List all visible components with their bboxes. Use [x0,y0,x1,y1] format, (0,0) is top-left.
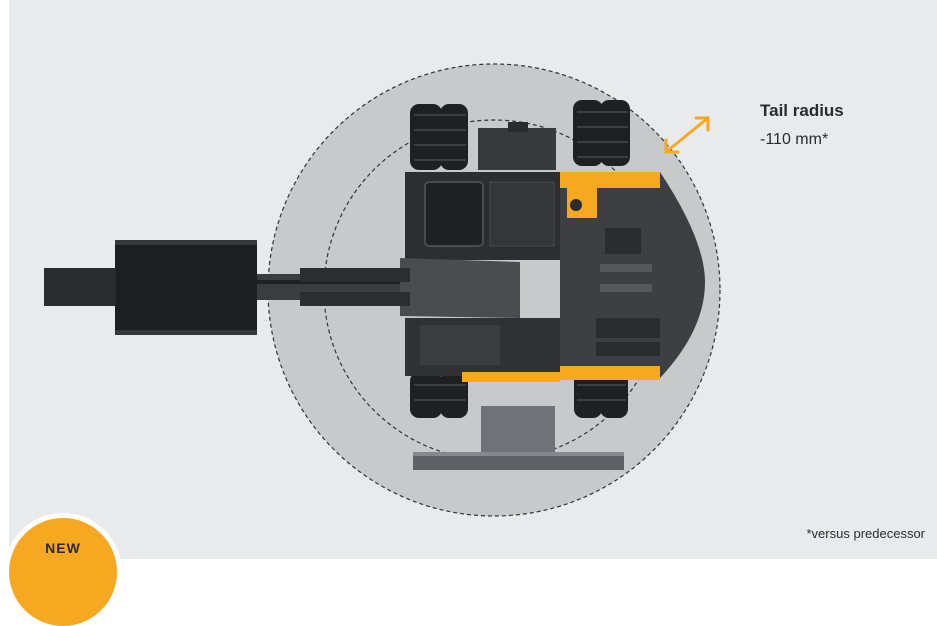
wheel-treads [414,111,628,401]
footnote: *versus predecessor [806,526,926,541]
front-axle-housing [478,128,556,170]
wheels [410,100,630,418]
tail-radius-value: -110 mm* [760,131,829,148]
excavator-top-view-diagram [44,63,721,517]
tail-radius-title: Tail radius [760,101,844,120]
bucket [44,240,257,335]
new-badge: NEW [9,518,117,626]
double-headed-arrow-icon [664,116,710,154]
dozer-blade [413,406,624,470]
new-badge-label: NEW [45,540,81,556]
